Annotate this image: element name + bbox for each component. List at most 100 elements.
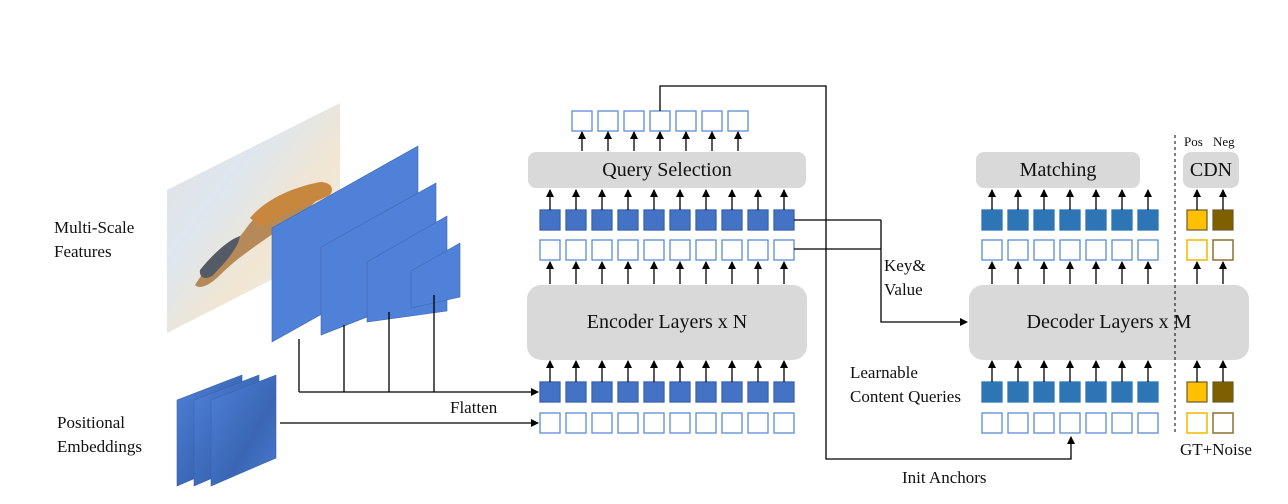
encoder-output-position-token	[591, 239, 613, 261]
encoder-input-position-token	[539, 412, 561, 434]
learnable-content-query-token	[1059, 381, 1081, 403]
anchor-query-token	[1111, 412, 1133, 434]
encoder-input-content-token	[695, 381, 717, 403]
multi-scale-feature-maps	[271, 145, 461, 343]
init-anchors-label: Init Anchors	[902, 468, 987, 487]
encoder-output-position-token	[565, 239, 587, 261]
learnable-content-queries-label: Learnable Content Queries	[850, 361, 961, 409]
learnable-content-query-token	[1137, 381, 1159, 403]
encoder-input-content-token	[773, 381, 795, 403]
key-value-label: Key& Value	[884, 254, 926, 302]
decoder-output-content-token	[1033, 209, 1055, 231]
init-anchors-route	[659, 85, 1075, 460]
encoder-output-content-token	[591, 209, 613, 231]
label-line: Learnable	[850, 363, 918, 382]
decoder-output-position-token	[1085, 239, 1107, 261]
cdn-pos-output-anchor-token	[1186, 239, 1208, 261]
anchor-query-token	[1059, 412, 1081, 434]
pos-label: Pos	[1184, 134, 1203, 149]
label-line: Positional	[57, 413, 126, 432]
encoder-input-position-token	[773, 412, 795, 434]
anchor-query-token	[1007, 412, 1029, 434]
encoder-output-content-token	[565, 209, 587, 231]
encoder-input-content-token	[591, 381, 613, 403]
anchor-query-token	[1033, 412, 1055, 434]
encoder-output-content-token	[721, 209, 743, 231]
encoder-output-position-token	[721, 239, 743, 261]
label-line: Multi-Scale	[54, 218, 135, 237]
learnable-content-query-token	[1007, 381, 1029, 403]
positional-embedding-maps	[176, 374, 277, 487]
selected-query-token	[623, 110, 645, 132]
encoder-input-position-token	[591, 412, 613, 434]
cdn-pos-output-content-token	[1186, 209, 1208, 231]
encoder-input-position-token	[565, 412, 587, 434]
positional-embeddings-label: Positional Embeddings	[57, 411, 142, 459]
encoder-output-position-token	[695, 239, 717, 261]
encoder-input-content-token	[643, 381, 665, 403]
multi-scale-features-label: Multi-Scale Features	[54, 216, 134, 264]
label-line: Value	[884, 280, 923, 299]
label-line: Content Queries	[850, 387, 961, 406]
cdn-pos-content-token	[1186, 381, 1208, 403]
encoder-input-content-token	[565, 381, 587, 403]
decoder-output-content-token	[981, 209, 1003, 231]
encoder-output-content-token	[695, 209, 717, 231]
routing-lines	[659, 85, 1176, 460]
encoder-input-content-token	[669, 381, 691, 403]
gt-noise-label: GT+Noise	[1180, 440, 1252, 459]
cdn-neg-output-anchor-token	[1212, 239, 1234, 261]
decoder-output-position-token	[1137, 239, 1159, 261]
anchor-query-token	[1137, 412, 1159, 434]
encoder-output-content-token	[617, 209, 639, 231]
anchor-query-token	[1085, 412, 1107, 434]
key-value-route	[880, 220, 968, 326]
decoder-output-content-token	[1007, 209, 1029, 231]
encoder-output-position-token	[773, 239, 795, 261]
encoder-output-position-token	[643, 239, 665, 261]
selected-query-token	[571, 110, 593, 132]
encoder-input-position-token	[643, 412, 665, 434]
encoder-output-content-token	[669, 209, 691, 231]
encoder-input-position-token	[747, 412, 769, 434]
label-line: Key&	[884, 256, 926, 275]
matching-block	[976, 152, 1140, 188]
decoder-output-content-token	[1111, 209, 1133, 231]
flatten-label: Flatten	[450, 398, 498, 417]
selected-query-token	[727, 110, 749, 132]
decoder-output-content-token	[1059, 209, 1081, 231]
encoder-title: Encoder Layers x N	[586, 311, 748, 333]
decoder-output-position-token	[1007, 239, 1029, 261]
encoder-output-position-token	[747, 239, 769, 261]
cdn-neg-output-content-token	[1212, 209, 1234, 231]
query-selection-title: Query Selection	[528, 152, 806, 188]
decoder-output-position-token	[1059, 239, 1081, 261]
flatten-connectors	[280, 295, 539, 427]
token-arrows	[546, 131, 1227, 382]
selected-query-token	[675, 110, 697, 132]
learnable-content-query-token	[1033, 381, 1055, 403]
decoder-output-position-token	[1111, 239, 1133, 261]
encoder-block	[527, 285, 807, 360]
anchor-query-token	[981, 412, 1003, 434]
neg-label: Neg	[1213, 134, 1235, 149]
decoder-output-content-token	[1085, 209, 1107, 231]
encoder-input-content-token	[747, 381, 769, 403]
cdn-block	[1183, 152, 1239, 188]
encoder-output-content-token	[747, 209, 769, 231]
decoder-output-position-token	[981, 239, 1003, 261]
cdn-neg-anchor-token	[1212, 412, 1234, 434]
cdn-pos-anchor-token	[1186, 412, 1208, 434]
label-line: Embeddings	[57, 437, 142, 456]
selected-query-token	[649, 110, 671, 132]
learnable-content-query-token	[981, 381, 1003, 403]
input-image	[167, 103, 340, 333]
selected-query-token	[597, 110, 619, 132]
decoder-output-position-token	[1033, 239, 1055, 261]
encoder-input-position-token	[617, 412, 639, 434]
encoder-output-content-token	[643, 209, 665, 231]
encoder-input-content-token	[617, 381, 639, 403]
cdn-neg-content-token	[1212, 381, 1234, 403]
